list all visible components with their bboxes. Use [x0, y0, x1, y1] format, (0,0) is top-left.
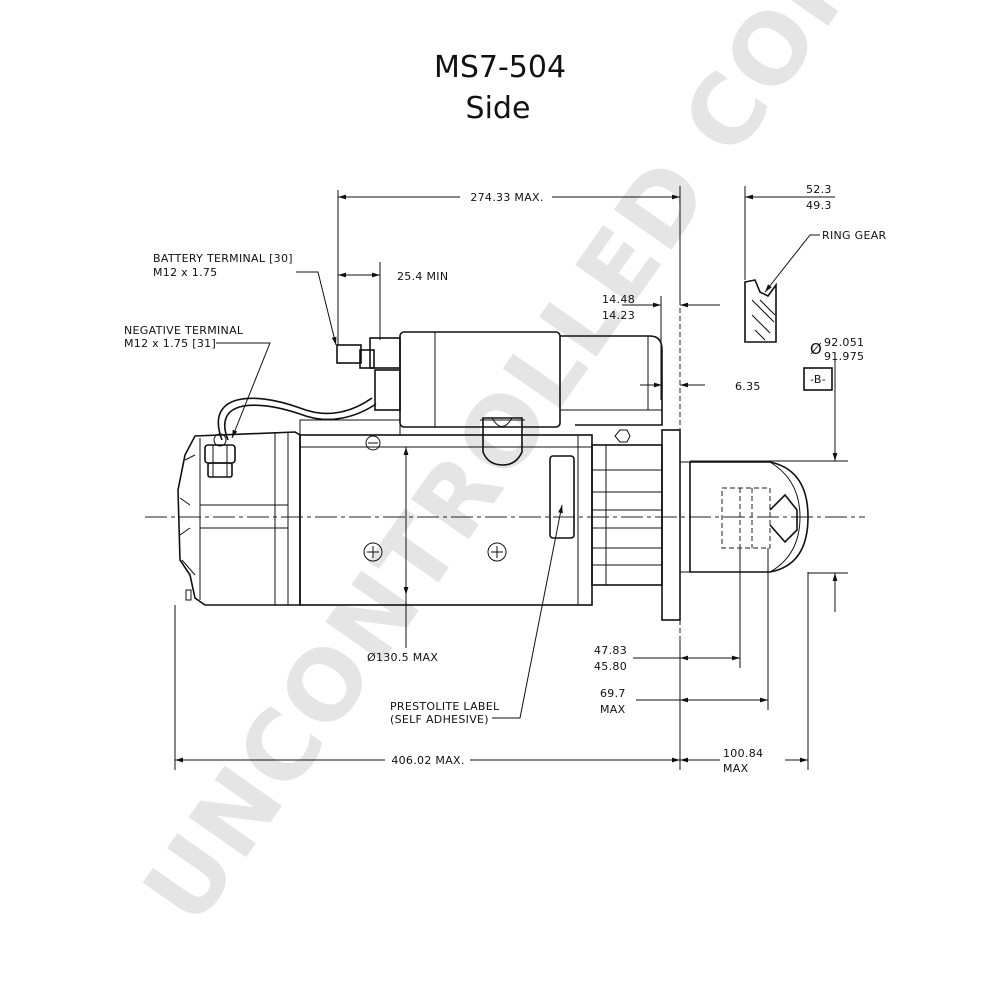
leader-lines: [216, 234, 820, 719]
prestolite-label-area: [549, 455, 575, 539]
solenoid: [299, 331, 663, 466]
connecting-wire: [217, 397, 373, 441]
datum-b-box: [803, 367, 833, 391]
housing-screw: [363, 435, 507, 562]
housing-diameter-dim: Ø130.5 MAX: [367, 651, 438, 664]
gear-offset-upper: 52.3: [806, 183, 832, 196]
pinion-offset-upper: 47.83: [594, 644, 627, 657]
battery-terminal-thread: M12 x 1.75: [153, 266, 217, 279]
drawing-title: MS7-504: [434, 50, 566, 85]
ring-gear-profile: [744, 279, 777, 343]
drawing-subtitle: Side: [466, 91, 531, 126]
flange-offset-lower: 14.23: [602, 309, 635, 322]
pilot-diameter-lower: 91.975: [824, 350, 864, 363]
dimension-lines: [174, 186, 848, 770]
battery-terminal-label: BATTERY TERMINAL [30]: [153, 252, 293, 265]
battery-terminal-stud: [336, 344, 362, 364]
prestolite-label-text: PRESTOLITE LABEL: [390, 700, 500, 713]
negative-terminal-label: NEGATIVE TERMINAL: [124, 324, 244, 337]
drive-housing: [591, 429, 690, 621]
overall-length-bottom: 406.02 MAX.: [391, 754, 464, 767]
nose-length-max: MAX: [723, 762, 749, 775]
pinion-offset-lower: 45.80: [594, 660, 627, 673]
pinion-travel-max: MAX: [600, 703, 626, 716]
overall-length-top: 274.33 MAX.: [470, 191, 543, 204]
prestolite-label-note: (SELF ADHESIVE): [390, 713, 489, 726]
gear-offset-lower: 49.3: [806, 199, 832, 212]
negative-terminal-stud: [204, 433, 236, 478]
datum-b-label: -B-: [810, 373, 826, 386]
flange-offset-upper: 14.48: [602, 293, 635, 306]
nose-length-dim: 100.84: [723, 747, 763, 760]
pilot-diameter-upper: 92.051: [824, 336, 864, 349]
watermark: UNCONTROLLED COPY: [122, 0, 924, 943]
negative-terminal-thread: M12 x 1.75 [31]: [124, 337, 216, 350]
ring-gear-label: RING GEAR: [822, 229, 887, 242]
min-length-dim: 25.4 MIN: [397, 270, 448, 283]
flange-thickness-dim: 6.35: [735, 380, 761, 393]
starter-motor-outline: [145, 300, 865, 640]
pinion-travel-dim: 69.7: [600, 687, 626, 700]
pinion-nose: [689, 461, 809, 573]
end-cap: [177, 431, 301, 606]
drive-nut: [614, 429, 631, 443]
diameter-symbol: Ø: [810, 340, 822, 358]
